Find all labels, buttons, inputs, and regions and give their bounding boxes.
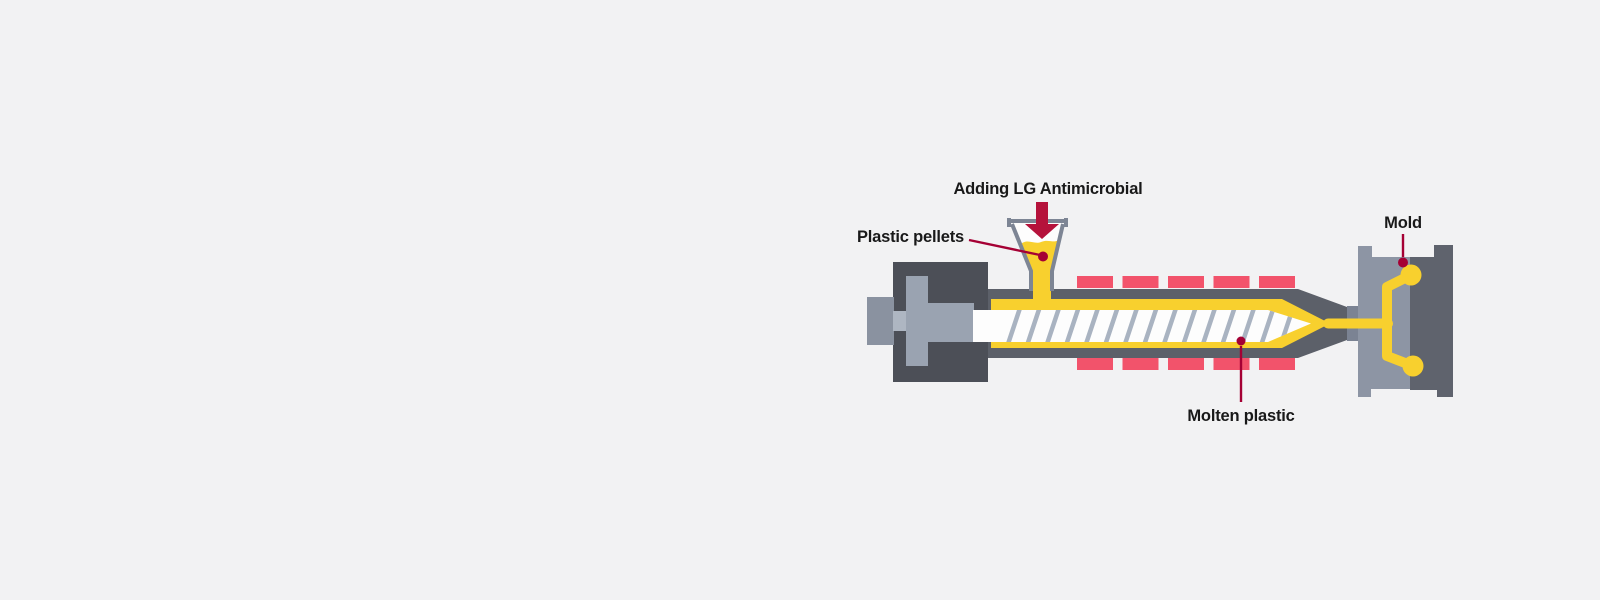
pellets-leader-dot [1038, 251, 1048, 262]
drive-gear-hub [928, 303, 974, 342]
screw-channel [973, 310, 1311, 342]
mold-runner [1382, 270, 1418, 371]
mold-cavity-top [1400, 264, 1422, 286]
drive-shaft-end [867, 297, 894, 345]
additive-arrow-icon [1025, 202, 1059, 239]
label-plastic-pellets: Plastic pellets [857, 228, 964, 246]
mold-cavity-bottom [1402, 355, 1424, 377]
leader-dots [1038, 251, 1408, 346]
leader-lines [968, 234, 1405, 402]
screw-flights [1005, 310, 1296, 342]
hopper-wall-right [1050, 223, 1065, 291]
label-mold: Mold [1384, 214, 1422, 232]
label-molten-plastic: Molten plastic [1187, 407, 1294, 425]
heater-band-top [1077, 276, 1295, 288]
molten-leader-dot [1236, 336, 1246, 346]
drive-gear-plate [906, 276, 928, 366]
pellets-leader-line [968, 238, 1041, 257]
drive-coupler [893, 311, 908, 331]
hopper-wall-left [1010, 223, 1033, 291]
mold-leader-dot [1398, 257, 1408, 268]
heater-band-bottom [1077, 358, 1295, 370]
label-adding-antimicrobial: Adding LG Antimicrobial [953, 180, 1142, 198]
